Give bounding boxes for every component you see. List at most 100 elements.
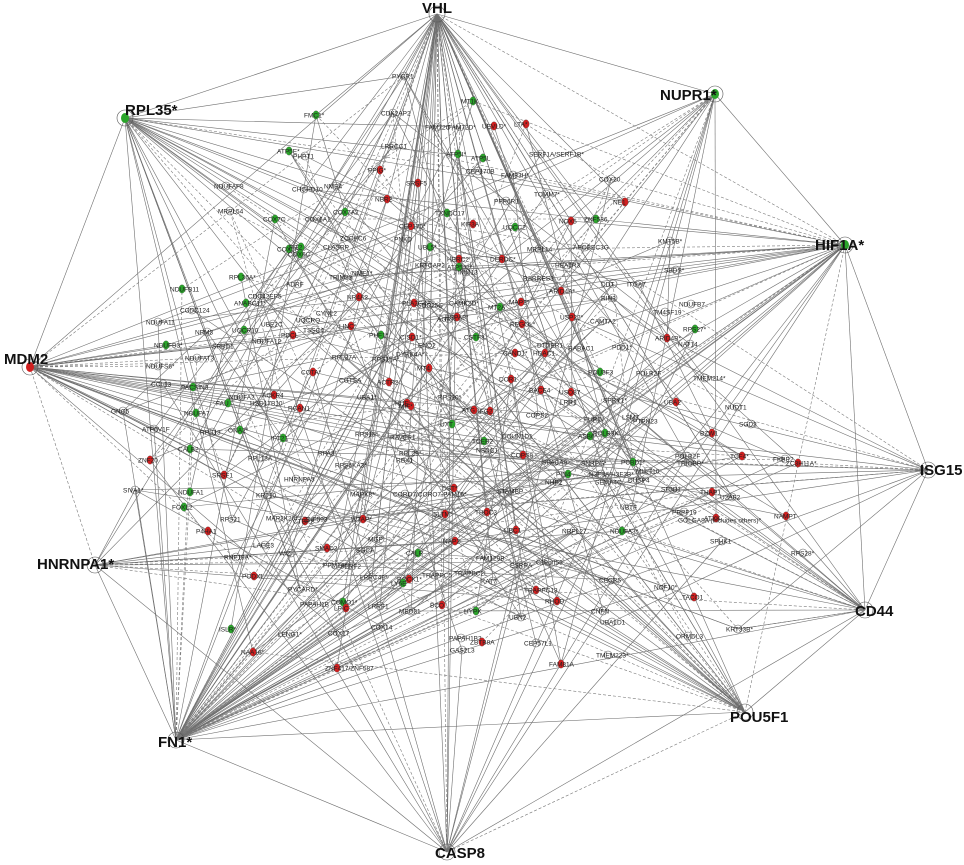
network-node[interactable]: MT2A [488,302,506,312]
network-node[interactable]: TMEM214* [693,373,726,383]
network-node[interactable]: UBALD1 [600,617,626,627]
network-node[interactable]: MAPK8* [350,489,375,499]
network-node[interactable]: NME1* [352,268,373,278]
network-node[interactable]: FAM81A [549,659,575,669]
hub-cd44[interactable]: CD44 [855,601,894,620]
network-node[interactable]: POU3F3 [588,367,614,377]
network-node[interactable]: ADRF [286,279,304,289]
hub-isg15[interactable]: ISG15 [919,461,963,479]
network-node[interactable]: COX7C [263,214,286,224]
network-node[interactable]: BCO [430,600,446,610]
network-node[interactable]: SGD3 [739,419,757,429]
network-node[interactable]: RPS20* [438,392,462,402]
network-node[interactable]: PYCARD* [288,584,318,594]
network-node[interactable]: MAP2* [509,297,530,307]
network-node[interactable]: RCAN1 [288,403,310,413]
network-node[interactable]: MT4 [417,363,433,373]
network-node[interactable]: DUSP4 [628,475,650,485]
network-node[interactable]: HEATR3 [555,260,581,270]
network-node[interactable]: REGOL* [510,319,536,329]
network-node[interactable]: RPS15* [355,429,379,439]
network-node[interactable]: LSM7 [622,412,639,422]
network-node[interactable]: CAMK2D* [449,298,479,308]
network-node[interactable]: NDUFA12 [252,336,282,346]
network-node[interactable]: UBTF [620,502,637,512]
network-node[interactable]: RPS13 [200,427,221,437]
network-node[interactable]: DCUN1D1 [502,431,533,441]
hub-hnrnpa1[interactable]: HNRNPA1* [37,556,114,574]
network-node[interactable]: NDUFAF8 [214,181,244,191]
network-node[interactable]: NSDC1 [476,445,498,455]
network-node[interactable]: PTPN23 [633,416,658,426]
network-node[interactable]: POLR2F [675,451,700,461]
network-node[interactable]: NAT14 [678,339,698,349]
network-node[interactable]: NAA16* [241,647,265,657]
network-node[interactable]: KRT33B* [726,624,753,634]
network-node[interactable]: CEP170* [399,221,426,231]
network-node[interactable]: TIMM13 [454,267,478,277]
network-node[interactable]: WTAP* [351,514,372,524]
network-node[interactable]: COX5B [277,244,299,254]
network-node[interactable]: NCF10* [654,582,678,592]
network-node[interactable]: WIZ [279,548,296,558]
network-node[interactable]: LRRCC1 [381,141,407,151]
network-node[interactable]: SRSF5 [406,178,427,188]
network-node[interactable]: CYNL2 [316,308,337,318]
network-node[interactable]: CALB2 [178,444,199,454]
network-node[interactable]: FMC1* [304,110,325,120]
network-node[interactable]: NDUFB3* [154,340,183,350]
network-node[interactable]: UQCC2 [503,222,526,232]
network-node[interactable]: FIT2 [289,242,305,252]
network-node[interactable]: COX6C [288,249,311,259]
network-node[interactable]: HDAC1 [533,348,555,358]
network-node[interactable]: PDD1* [612,342,632,352]
network-node[interactable]: ATXK [704,513,721,523]
network-node[interactable]: ZNF20 [138,455,158,465]
network-node[interactable]: CLASRP [323,242,349,252]
network-node[interactable]: ITGA7 [627,279,646,289]
network-node[interactable]: SNRPG* [581,458,607,468]
network-node[interactable]: TRIM23 [329,272,353,282]
network-node[interactable]: FAM129B [476,553,505,563]
network-node[interactable]: NBR2 [375,194,393,204]
network-node[interactable]: CALR [406,548,424,558]
network-node[interactable]: CHCHD10 [292,184,323,194]
network-node[interactable]: TACO1 [682,592,704,602]
network-node[interactable]: RIN3 [601,293,618,303]
network-node[interactable]: U2AF2 [720,492,741,502]
network-node[interactable]: HSD17B10 [250,398,283,408]
network-node[interactable]: SPACA9 [542,457,568,467]
network-node[interactable]: BZW1 [700,428,718,438]
network-node[interactable]: NDUFA2 [229,392,255,402]
network-node[interactable]: UBE2C [261,319,283,329]
network-node[interactable]: TCF4* [730,451,749,461]
network-node[interactable]: CECR5 [599,575,621,585]
hub-vhl[interactable]: VHL [422,0,452,23]
network-node[interactable]: FAM72D* [448,122,476,132]
network-node[interactable]: POLR2F [636,368,661,378]
network-node[interactable]: IFT21 [271,433,288,443]
network-node[interactable]: NDUFA7 [184,408,210,418]
network-node[interactable]: APOBEC3G [573,242,609,252]
network-node[interactable]: NE1 [613,197,629,207]
network-node[interactable]: RPL36A* [229,272,256,282]
network-node[interactable]: MRPL54 [218,206,244,216]
network-node[interactable]: HERC2 [447,254,469,264]
network-node[interactable]: RNF19A* [224,552,252,562]
network-node[interactable]: SIVA1* [123,485,144,495]
network-node[interactable]: GNG5 [111,406,130,416]
network-node[interactable]: MRPL14 [527,244,553,254]
network-node[interactable]: PHF1* [369,330,389,340]
network-node[interactable]: LRR1 [560,397,577,407]
network-node[interactable]: GOLGA8A (includes others)* [678,515,762,525]
network-node[interactable]: SEMA4C [595,477,622,487]
hub-hif1a[interactable]: HIF1A* [815,236,864,254]
network-node[interactable]: COTA* [301,367,322,377]
network-node[interactable]: SMAD2 [315,543,338,553]
network-node[interactable]: UBA1* [357,392,377,402]
network-node[interactable]: ZNF417/ZNF587 [325,663,374,673]
network-node[interactable]: NAP2 [443,536,460,546]
network-node[interactable]: ASB6* [578,431,598,441]
network-node[interactable]: NME4 [324,181,342,191]
network-node[interactable]: FAU [216,398,232,408]
